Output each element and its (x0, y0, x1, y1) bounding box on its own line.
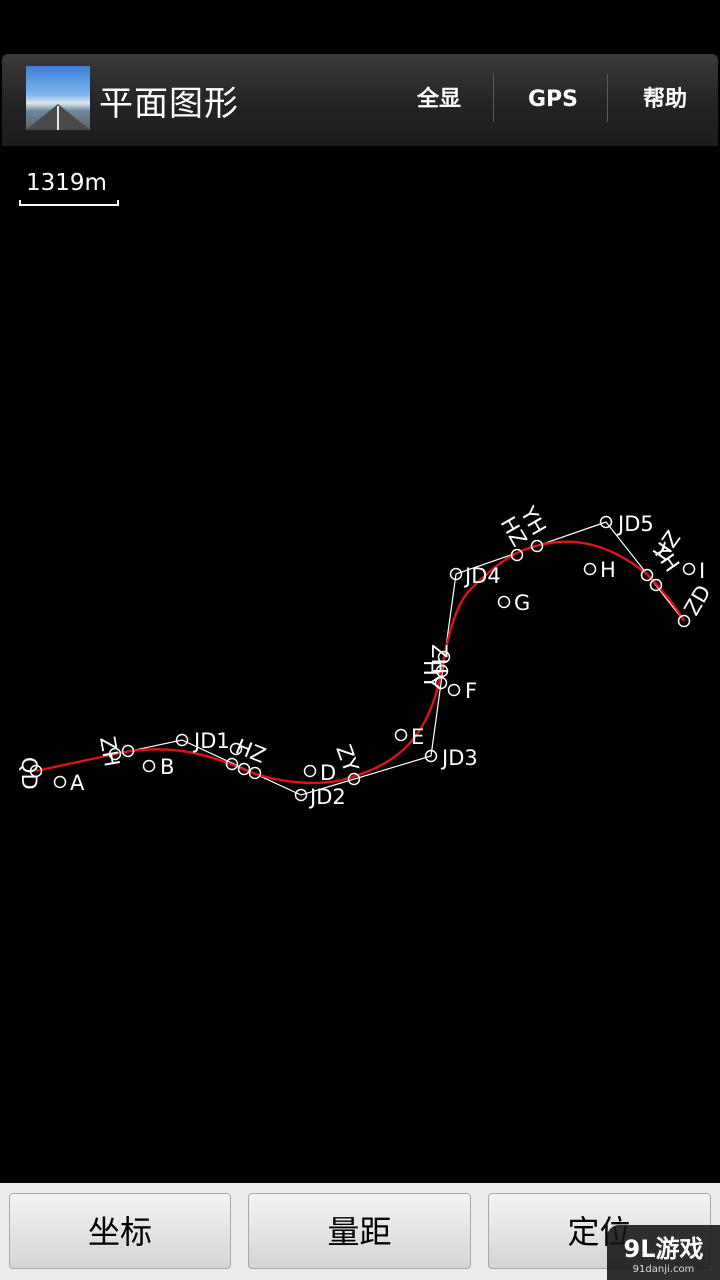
survey-point-marker[interactable] (682, 562, 696, 576)
survey-point-marker[interactable] (53, 775, 67, 789)
watermark-logo-text: 9L游戏 (623, 1235, 704, 1263)
survey-point-marker[interactable] (424, 749, 438, 763)
survey-point-marker[interactable] (447, 683, 461, 697)
scale-bar (19, 200, 119, 206)
point-label-jd5: JD5 (616, 512, 654, 536)
point-label-g: G (514, 591, 530, 615)
point-label-e: E (411, 725, 424, 749)
point-label-a: A (70, 771, 85, 795)
menu-divider (607, 74, 608, 122)
gps-button[interactable]: GPS (527, 87, 579, 112)
tangent-line (35, 521, 685, 796)
survey-point-marker[interactable] (29, 764, 43, 778)
point-label-i: I (699, 559, 705, 583)
point-label-b: B (160, 755, 174, 779)
point-label-jd3: JD3 (440, 746, 478, 770)
survey-point-marker[interactable] (394, 728, 408, 742)
help-button[interactable]: 帮助 (642, 87, 687, 112)
page-title: 平面图形 (99, 84, 239, 124)
survey-point-marker[interactable] (677, 614, 691, 628)
map-canvas[interactable]: QD A ZH B JD1 HZ D JD2 ZY E JD3 F ZH HY … (0, 146, 720, 1183)
scale-label: 1319m (26, 170, 107, 196)
show-all-button[interactable]: 全显 (416, 87, 461, 112)
survey-point-marker[interactable] (229, 742, 243, 756)
title-bar: 平面图形 全显 GPS 帮助 (2, 54, 718, 146)
point-label-zh: ZH (95, 735, 124, 769)
point-label-qd: QD (17, 757, 41, 790)
measure-distance-button[interactable]: 量距 (248, 1193, 471, 1269)
survey-point-marker[interactable] (434, 676, 448, 690)
survey-point-marker[interactable] (435, 664, 449, 678)
survey-point-marker[interactable] (649, 578, 663, 592)
survey-point-marker[interactable] (121, 744, 135, 758)
point-label-jd1: JD1 (192, 729, 230, 753)
survey-point-marker[interactable] (248, 766, 262, 780)
survey-point-marker[interactable] (530, 539, 544, 553)
point-label-h: H (600, 558, 616, 582)
point-label-hy: HY (419, 660, 443, 689)
survey-point-marker[interactable] (142, 759, 156, 773)
point-label-jd4: JD4 (463, 564, 501, 588)
menu-divider (493, 74, 494, 122)
point-label-d: D (320, 761, 336, 785)
survey-point-marker[interactable] (583, 562, 597, 576)
coordinates-button[interactable]: 坐标 (9, 1193, 231, 1269)
survey-point-marker[interactable] (225, 757, 239, 771)
status-bar (0, 0, 720, 54)
survey-point-marker[interactable] (108, 747, 122, 761)
watermark-url: 91danji.com (632, 1264, 695, 1275)
route-curve (35, 540, 686, 785)
survey-point-marker[interactable] (449, 567, 463, 581)
point-label-f: F (465, 679, 477, 703)
road-photo-icon (26, 66, 90, 130)
survey-point-marker[interactable] (237, 762, 251, 776)
point-label-jd2: JD2 (308, 785, 346, 809)
survey-point-marker[interactable] (599, 515, 613, 529)
survey-point-marker[interactable] (510, 548, 524, 562)
survey-point-marker[interactable] (294, 788, 308, 802)
point-label-zd: ZD (680, 581, 716, 619)
site-watermark: 9L游戏 91danji.com (607, 1225, 720, 1280)
point-label-zh-2: ZH (427, 644, 451, 674)
survey-point-marker[interactable] (175, 733, 189, 747)
survey-point-marker[interactable] (640, 568, 654, 582)
survey-point-marker[interactable] (303, 764, 317, 778)
survey-point-marker[interactable] (497, 595, 511, 609)
survey-point-marker[interactable] (347, 772, 361, 786)
survey-point-marker[interactable] (437, 650, 451, 664)
